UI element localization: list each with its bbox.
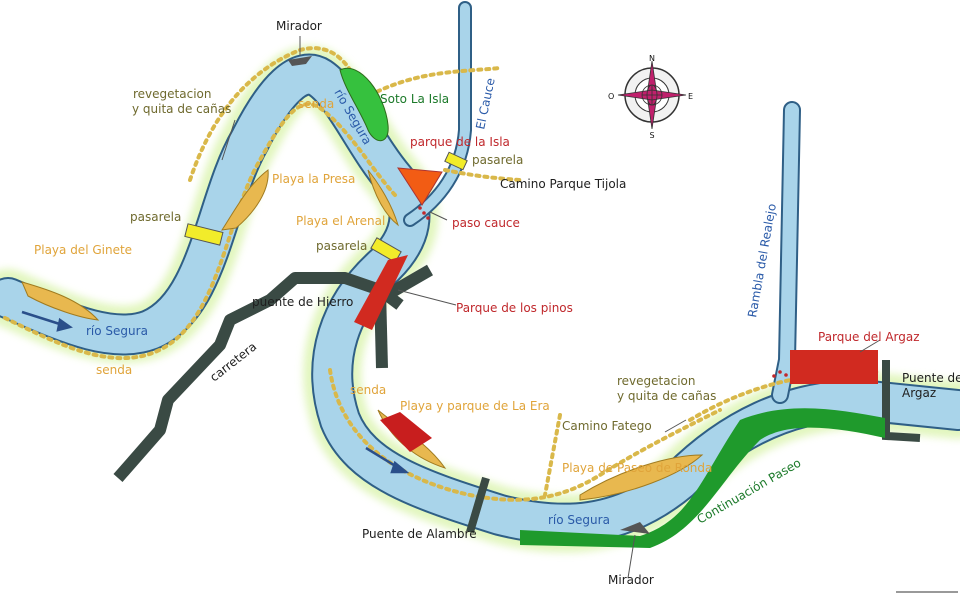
label-el-cauce: El Cauce <box>473 77 498 131</box>
compass-w: O <box>608 92 614 101</box>
compass-n: N <box>649 54 655 63</box>
label-revegetacion-top-1: revegetacion <box>133 87 211 101</box>
label-playa-la-presa: Playa la Presa <box>272 172 355 186</box>
puente-de-argaz-bridge <box>882 360 921 442</box>
dotted-crossings <box>418 206 788 378</box>
label-paso-cauce: paso cauce <box>452 216 520 230</box>
label-mirador-top: Mirador <box>276 19 322 33</box>
label-pasarela-left: pasarela <box>130 210 181 224</box>
label-camino-fatego: Camino Fatego <box>562 419 652 433</box>
label-revegetacion-right-2: y quita de cañas <box>617 389 716 403</box>
compass-e: E <box>688 92 693 101</box>
label-puente-de-hierro: puente de Hierro <box>252 295 353 309</box>
parque-de-los-pinos-park <box>354 255 408 330</box>
label-puente-de-argaz-1: Puente de <box>902 371 960 385</box>
label-rio-segura-left: río Segura <box>86 324 148 338</box>
flow-arrows <box>21 310 410 474</box>
label-playa-paseo-ronda: Playa de Paseo de Ronda <box>562 461 712 475</box>
el-cauce-channel <box>403 1 472 227</box>
la-era-park <box>380 412 432 452</box>
label-parque-de-los-pinos: Parque de los pinos <box>456 301 573 315</box>
compass-icon: N S E O <box>608 54 693 140</box>
pasarela-footbridges <box>184 151 468 263</box>
label-camino-parque-tijola: Camino Parque Tijola <box>500 177 626 191</box>
label-parque-del-argaz: Parque del Argaz <box>818 330 920 344</box>
leader-lines <box>221 36 881 579</box>
label-revegetacion-top-2: y quita de cañas <box>132 102 231 116</box>
parque-del-argaz-park <box>790 350 878 384</box>
label-soto-la-isla: Soto La Isla <box>380 92 449 106</box>
puente-de-alambre-bridge <box>466 476 490 534</box>
label-revegetacion-right-1: revegetacion <box>617 374 695 388</box>
mirador-markers <box>288 56 650 534</box>
label-pasarela-mid: pasarela <box>316 239 367 253</box>
label-parque-de-la-isla: parque de la Isla <box>410 135 510 149</box>
label-playa-el-arenal: Playa el Arenal <box>296 214 385 228</box>
label-puente-de-argaz-2: Argaz <box>902 386 936 400</box>
label-pasarela-right: pasarela <box>472 153 523 167</box>
parque-de-la-isla-park <box>397 167 443 206</box>
label-puente-de-alambre: Puente de Alambre <box>362 527 477 541</box>
label-rio-segura-bottom: río Segura <box>548 513 610 527</box>
label-playa-parque-la-era: Playa y parque de La Era <box>400 399 550 413</box>
label-playa-del-ginete: Playa del Ginete <box>34 243 132 257</box>
label-rambla-del-realejo: Rambla del Realejo <box>745 203 779 319</box>
soto-la-isla-park <box>339 67 389 142</box>
label-senda-left: senda <box>96 363 132 377</box>
compass-s: S <box>649 131 654 140</box>
label-mirador-bottom: Mirador <box>608 573 654 587</box>
label-senda-top: senda <box>298 97 334 111</box>
continuacion-paseo-park <box>520 408 885 548</box>
label-senda-mid: senda <box>350 383 386 397</box>
